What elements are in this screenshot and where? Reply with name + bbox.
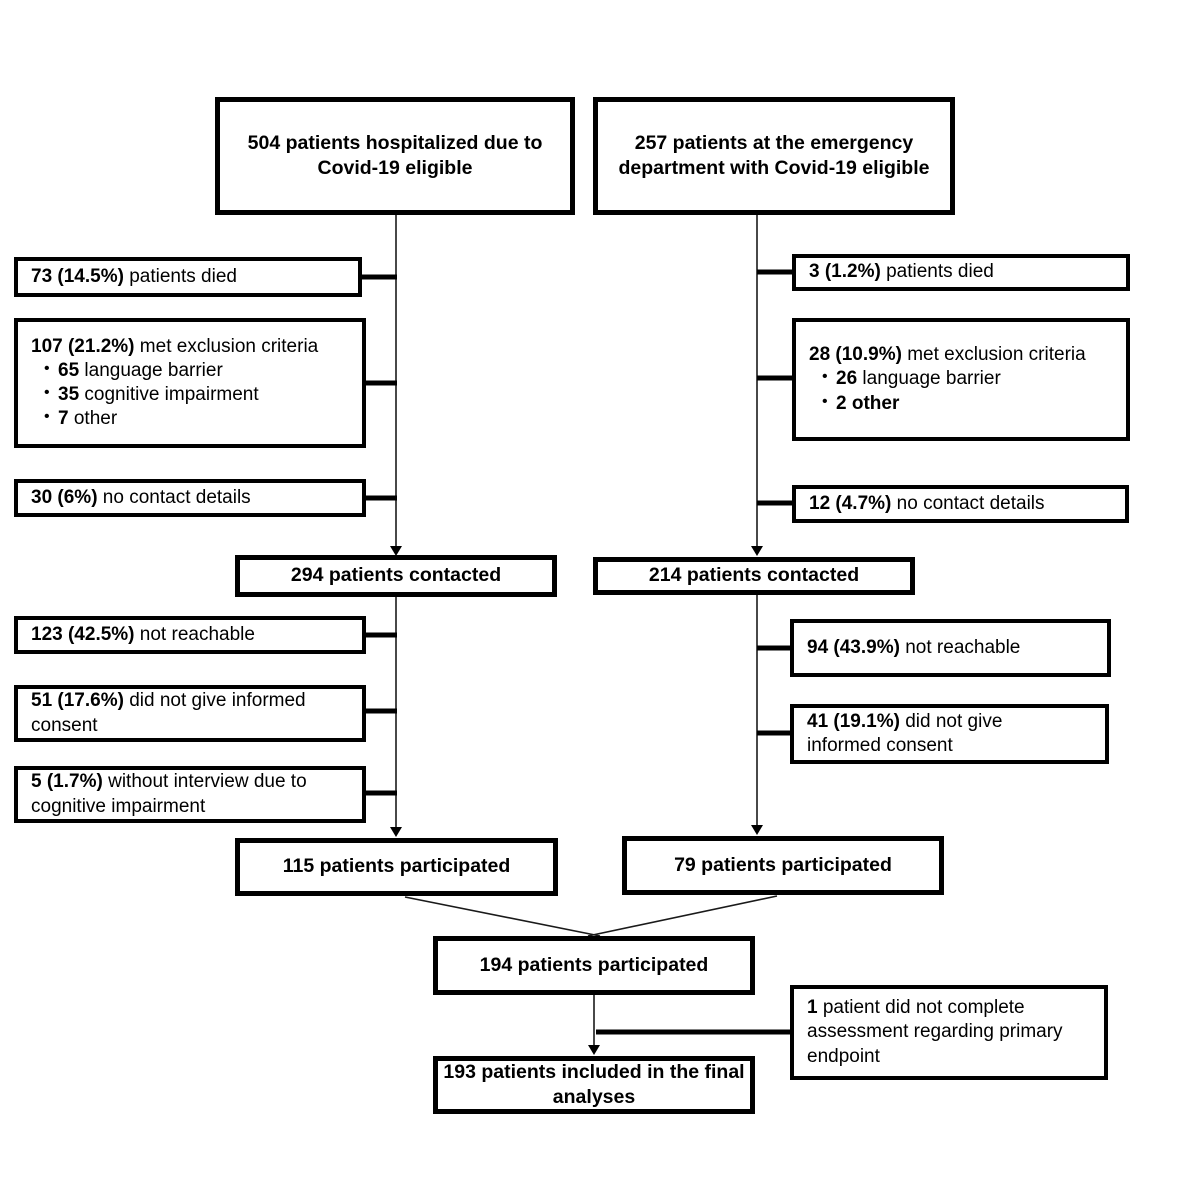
box-text: 194 patients participated: [479, 953, 709, 976]
arrowhead-icon: [588, 1045, 600, 1055]
box-text: 294 patients contacted: [290, 564, 502, 587]
text-rest: no contact details: [97, 486, 251, 508]
text-rest: language barrier: [857, 368, 1001, 390]
box-emergency-eligible: 257 patients at the emergency department…: [593, 97, 955, 215]
bullet-icon: •: [822, 392, 828, 410]
box-text: 123 (42.5%) not reachable: [31, 623, 352, 647]
box-text: 73 (14.5%) patients died: [31, 265, 348, 289]
box-ed-contacted: 214 patients contacted: [593, 557, 915, 595]
box-text: 65 language barrier: [58, 359, 223, 383]
box-hosp-no-consent: 51 (17.6%) did not give informed consent: [14, 685, 366, 742]
text-rest: no contact details: [891, 492, 1045, 514]
merge-diagonal: [404, 896, 601, 937]
text-rest: not reachable: [134, 623, 255, 645]
exclusion-bullet: • 26 language barrier: [809, 367, 1116, 391]
text-lead: 65: [58, 359, 80, 381]
box-hospitalized-eligible: 504 patients hospitalized due to Covid-1…: [215, 97, 575, 215]
box-ed-not-reachable: 94 (43.9%) not reachable: [790, 619, 1111, 677]
box-ed-no-contact: 12 (4.7%) no contact details: [792, 485, 1129, 523]
box-text: 94 (43.9%) not reachable: [807, 636, 1097, 660]
box-text: 3 (1.2%) patients died: [809, 260, 1116, 284]
exclusion-bullet: • 7 other: [31, 407, 352, 431]
bullet-icon: •: [44, 408, 50, 426]
text-lead: 3 (1.2%): [809, 261, 881, 283]
text-rest: did not give informed consent: [807, 710, 1003, 756]
box-incomplete-assessment: 1 patient did not complete assessment re…: [790, 985, 1108, 1080]
box-hosp-contacted: 294 patients contacted: [235, 555, 557, 597]
box-text: 30 (6%) no contact details: [31, 486, 352, 510]
box-hosp-not-reachable: 123 (42.5%) not reachable: [14, 616, 366, 654]
text-lead: 26: [836, 368, 858, 390]
box-text: 51 (17.6%) did not give informed consent: [31, 689, 352, 737]
text-lead: 51 (17.6%): [31, 690, 124, 712]
box-text: 1 patient did not complete assessment re…: [807, 996, 1094, 1068]
text-lead: 73 (14.5%): [31, 265, 124, 287]
text-lead: 94 (43.9%): [807, 636, 900, 658]
box-text: 5 (1.7%) without interview due to cognit…: [31, 770, 352, 818]
arrowhead-icon: [751, 825, 763, 835]
text-lead: 7: [58, 408, 69, 430]
box-ed-participated: 79 patients participated: [622, 836, 944, 895]
text-rest: cognitive impairment: [79, 384, 259, 405]
box-text: 35 cognitive impairment: [58, 383, 259, 407]
arrowhead-icon: [751, 546, 763, 556]
box-text: 2 other: [836, 392, 899, 416]
bullet-icon: •: [822, 368, 828, 386]
box-hosp-exclusion-criteria: 107 (21.2%) met exclusion criteria • 65 …: [14, 318, 366, 448]
text-rest: patient did not complete assessment rega…: [807, 997, 1063, 1067]
box-text: 107 (21.2%) met exclusion criteria: [31, 335, 352, 359]
box-text: 79 patients participated: [674, 853, 892, 876]
text-rest: patients died: [880, 261, 994, 283]
exclusion-bullet: • 2 other: [809, 392, 1116, 416]
box-text: 7 other: [58, 407, 117, 431]
box-text: 115 patients participated: [282, 855, 511, 878]
box-text: 26 language barrier: [836, 367, 1001, 391]
box-final-analyses: 193 patients included in the final analy…: [433, 1056, 755, 1114]
text-lead: 35: [58, 384, 80, 405]
text-rest: patients died: [123, 265, 237, 287]
text-lead: 107 (21.2%): [31, 335, 135, 357]
box-text: 214 patients contacted: [648, 564, 860, 587]
text-rest: met exclusion criteria: [134, 335, 319, 357]
bullet-icon: •: [44, 384, 50, 401]
text-rest: not reachable: [899, 636, 1021, 658]
text-lead: 30 (6%): [31, 486, 98, 508]
merge-diagonal: [587, 895, 778, 937]
text-lead: 12 (4.7%): [809, 492, 892, 514]
box-hosp-died: 73 (14.5%) patients died: [14, 257, 362, 297]
text-lead: 1: [807, 997, 818, 1019]
box-text: 504 patients hospitalized due to Covid-1…: [247, 131, 543, 179]
box-text: 257 patients at the emergency department…: [618, 131, 930, 179]
box-ed-died: 3 (1.2%) patients died: [792, 254, 1130, 291]
text-rest: without interview due to cognitive impai…: [31, 771, 307, 817]
text-lead: 123 (42.5%): [31, 623, 135, 645]
arrowhead-icon: [390, 546, 402, 556]
text-rest: language barrier: [79, 359, 223, 381]
box-text: 28 (10.9%) met exclusion criteria: [809, 343, 1116, 367]
box-hosp-no-interview: 5 (1.7%) without interview due to cognit…: [14, 766, 366, 823]
bullet-icon: •: [44, 359, 50, 377]
text-lead: 28 (10.9%): [809, 344, 902, 366]
text-rest: did not give informed consent: [31, 690, 306, 736]
text-rest: met exclusion criteria: [901, 344, 1086, 366]
box-text: 193 patients included in the final analy…: [443, 1060, 745, 1108]
exclusion-bullet: • 35 cognitive impairment: [31, 383, 352, 407]
box-text: 12 (4.7%) no contact details: [809, 492, 1115, 516]
text-lead: 5 (1.7%): [31, 771, 103, 793]
box-hosp-no-contact: 30 (6%) no contact details: [14, 479, 366, 517]
box-combined-participated: 194 patients participated: [433, 936, 755, 995]
text-rest: other: [68, 408, 118, 430]
exclusion-bullet: • 65 language barrier: [31, 359, 352, 383]
box-ed-exclusion-criteria: 28 (10.9%) met exclusion criteria • 26 l…: [792, 318, 1130, 441]
text-lead: 41 (19.1%): [807, 710, 900, 732]
arrowhead-icon: [390, 827, 402, 837]
box-text: 41 (19.1%) did not give informed consent: [807, 710, 1033, 758]
text-lead: 2 other: [836, 392, 900, 414]
box-ed-no-consent: 41 (19.1%) did not give informed consent: [790, 704, 1109, 764]
box-hosp-participated: 115 patients participated: [235, 838, 558, 896]
